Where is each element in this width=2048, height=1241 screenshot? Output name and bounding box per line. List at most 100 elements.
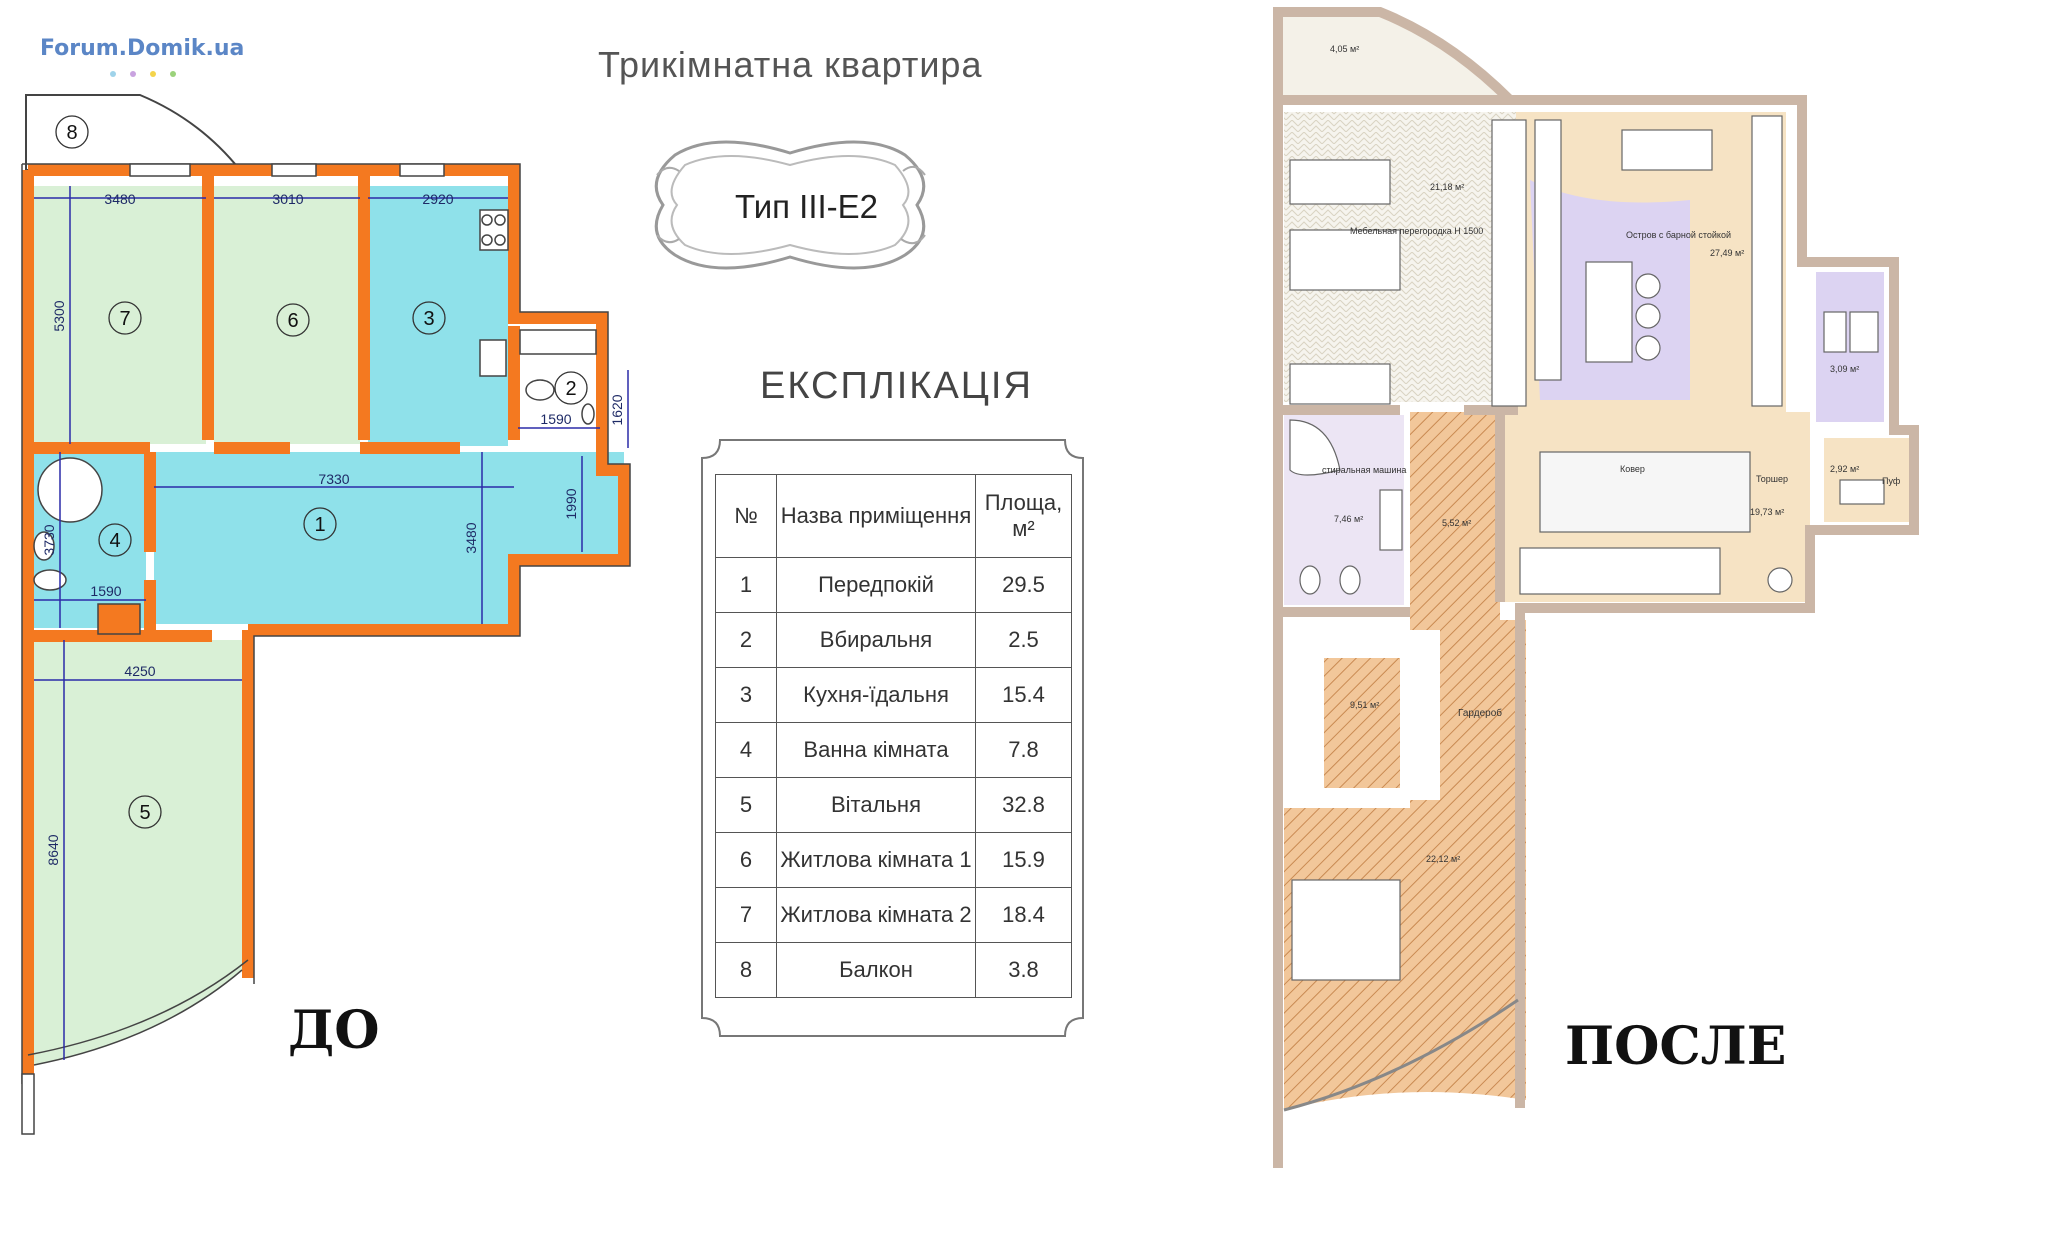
row-number: 5 [715, 777, 777, 833]
svg-text:5: 5 [139, 802, 150, 824]
svg-text:4: 4 [109, 530, 120, 552]
row-name: Вітальня [776, 777, 976, 833]
row-number: 6 [715, 832, 777, 888]
area-wardrobe: 9,51 м² [1350, 700, 1379, 710]
row-name: Ванна кімната [776, 722, 976, 778]
note-partition: Мебельная перегородка Н 1500 [1350, 226, 1483, 236]
room-7-fill [34, 186, 206, 444]
area-master: 22,12 м² [1426, 854, 1460, 864]
dim-1590-bath: 1590 [90, 583, 121, 599]
svg-text:3: 3 [423, 308, 434, 330]
note-island: Остров с барной стойкой [1626, 230, 1731, 240]
row-area: 2.5 [975, 612, 1072, 668]
row-number: 8 [715, 942, 777, 998]
watermark-logo: Forum.Domik.ua [40, 36, 245, 61]
row-area: 15.9 [975, 832, 1072, 888]
room-5-fill [34, 640, 242, 1065]
room-numbers: 1 2 3 4 5 6 7 8 [55, 115, 588, 829]
svg-text:7: 7 [119, 308, 130, 330]
watermark-dots [110, 64, 230, 77]
balcony-shape [25, 94, 243, 171]
dim-7330: 7330 [318, 471, 349, 487]
room-number-4: 4 [98, 523, 132, 557]
label-before: ДО [288, 1000, 380, 1061]
dimension-labels: 3480 3010 2920 5300 7330 3730 1590 1590 … [41, 191, 625, 866]
dim-3730: 3730 [41, 524, 57, 555]
col-number: № [715, 474, 777, 558]
svg-text:1: 1 [314, 514, 325, 536]
row-area: 7.8 [975, 722, 1072, 778]
walls-before-outline [21, 163, 631, 1084]
dim-3480: 3480 [104, 191, 135, 207]
room-number-8: 8 [55, 115, 89, 149]
dim-1620: 1620 [609, 394, 625, 425]
note-washer: стиральная машина [1322, 465, 1406, 475]
walls-after [1273, 95, 1919, 1168]
after-wardrobe-floor [1324, 658, 1400, 788]
after-bay-window [1283, 998, 1519, 1112]
row-area: 3.8 [975, 942, 1072, 998]
svg-text:2: 2 [565, 378, 576, 400]
floor-plan-after: 4,05 м² 21,18 м² 27,49 м² 3,09 м² 7,46 м… [1273, 7, 1919, 1168]
area-kitchen: 27,49 м² [1710, 248, 1744, 258]
col-area: Площа, м² [975, 474, 1072, 558]
row-number: 1 [715, 557, 777, 613]
after-balcony [1273, 7, 1523, 105]
row-area: 18.4 [975, 887, 1072, 943]
row-number: 7 [715, 887, 777, 943]
floor-plan-before: 3480 3010 2920 5300 7330 3730 1590 1590 … [21, 94, 631, 1135]
after-furniture [1289, 115, 1885, 981]
windows-before [21, 163, 445, 1135]
room-number-7: 7 [108, 301, 142, 335]
room-number-1: 1 [303, 507, 337, 541]
row-name: Передпокій [776, 557, 976, 613]
area-laundry: 7,46 м² [1334, 514, 1363, 524]
dim-1990: 1990 [563, 488, 579, 519]
dimension-lines [34, 186, 629, 1060]
after-area-labels: 4,05 м² 21,18 м² 27,49 м² 3,09 м² 7,46 м… [1322, 44, 1901, 864]
room-number-3: 3 [412, 301, 446, 335]
area-living: 19,73 м² [1750, 507, 1784, 517]
note-pouf: Пуф [1882, 476, 1901, 486]
row-name: Житлова кімната 1 [776, 832, 976, 888]
svg-text:6: 6 [287, 310, 298, 332]
dim-5300: 5300 [51, 300, 67, 331]
row-name: Житлова кімната 2 [776, 887, 976, 943]
room-6-fill [214, 186, 360, 444]
dim-2920: 2920 [422, 191, 453, 207]
dim-8640: 8640 [45, 834, 61, 865]
row-area: 15.4 [975, 667, 1072, 723]
dim-1590-wc: 1590 [540, 411, 571, 427]
area-balcony: 4,05 м² [1330, 44, 1359, 54]
dim-4250: 4250 [124, 663, 155, 679]
area-hall: 2,92 м² [1830, 464, 1859, 474]
row-name: Вбиральня [776, 612, 976, 668]
walls-before [22, 164, 630, 1078]
row-area: 32.8 [975, 777, 1072, 833]
note-wardrobe: Гардероб [1458, 707, 1502, 719]
label-after: ПОСЛЕ [1565, 1016, 1787, 1077]
note-carpet: Ковер [1620, 464, 1645, 474]
room-number-2: 2 [554, 371, 588, 405]
dim-3010: 3010 [272, 191, 303, 207]
note-lamp: Торшер [1756, 474, 1788, 484]
area-bath: 3,09 м² [1830, 364, 1859, 374]
ornament-frame [654, 140, 926, 270]
area-bedroom: 21,18 м² [1430, 182, 1464, 192]
row-name: Кухня-їдальня [776, 667, 976, 723]
col-name: Назва приміщення [776, 474, 976, 558]
dim-3480-vertical: 3480 [463, 522, 479, 553]
type-label: Тип III-E2 [735, 188, 879, 225]
row-name: Балкон [776, 942, 976, 998]
row-area: 29.5 [975, 557, 1072, 613]
room-1-fill [154, 452, 514, 624]
room-number-6: 6 [276, 303, 310, 337]
